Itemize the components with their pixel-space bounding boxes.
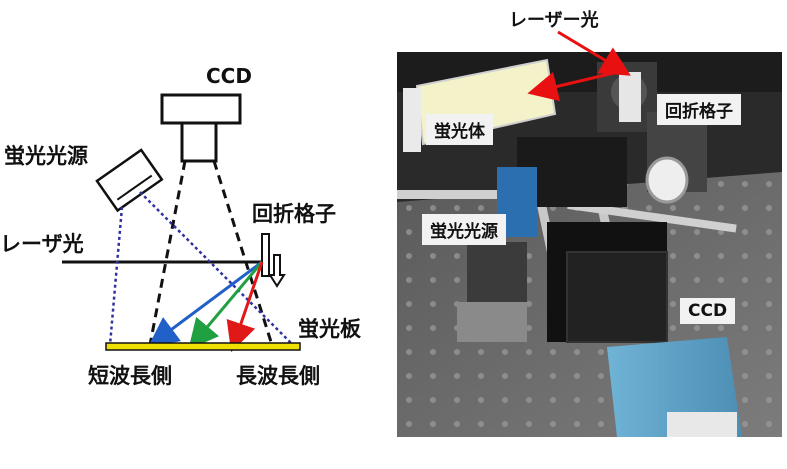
photo-laser-label: レーザー光 xyxy=(509,10,599,31)
laser-arrow-to-grating xyxy=(557,30,631,76)
fluorescent-source-box xyxy=(95,148,164,213)
diagram-ccd-label: CCD xyxy=(206,64,252,88)
laser-indicator-arrows xyxy=(527,30,631,102)
optical-schematic xyxy=(62,93,301,353)
source-dotted-ray-right xyxy=(139,191,294,346)
diagram-grating-label: 回折格子 xyxy=(252,202,336,226)
ccd-view-left-line xyxy=(148,160,187,346)
ccd-camera-lens xyxy=(180,121,218,163)
grating-element xyxy=(261,233,270,277)
diagram-phosphor-plate-label: 蛍光板 xyxy=(298,317,361,341)
blue-diffracted-ray xyxy=(147,260,263,347)
ccd-camera-body xyxy=(160,93,242,125)
diagram-fluorescent-source-label: 蛍光光源 xyxy=(4,144,88,168)
diagram-long-wavelength-label: 長波長側 xyxy=(236,364,320,388)
grating-arrow-icon xyxy=(268,254,286,288)
laser-arrow-to-phosphor xyxy=(527,70,619,102)
diagram-laser-label: レーザ光 xyxy=(0,232,84,256)
phosphor-plate xyxy=(105,342,301,351)
red-diffracted-ray xyxy=(226,261,264,353)
photo-ccd-label: CCD xyxy=(680,298,736,324)
green-diffracted-ray xyxy=(188,261,264,350)
photo-fluorescent-source-label: 蛍光光源 xyxy=(422,214,506,245)
source-dotted-ray-left xyxy=(108,206,124,346)
grating-lens-ring xyxy=(645,156,689,204)
photo-grating-label: 回折格子 xyxy=(657,94,741,125)
photo-phosphor-label: 蛍光体 xyxy=(426,114,493,145)
ccd-view-right-line xyxy=(212,160,274,346)
diagram-short-wavelength-label: 短波長側 xyxy=(88,364,172,388)
